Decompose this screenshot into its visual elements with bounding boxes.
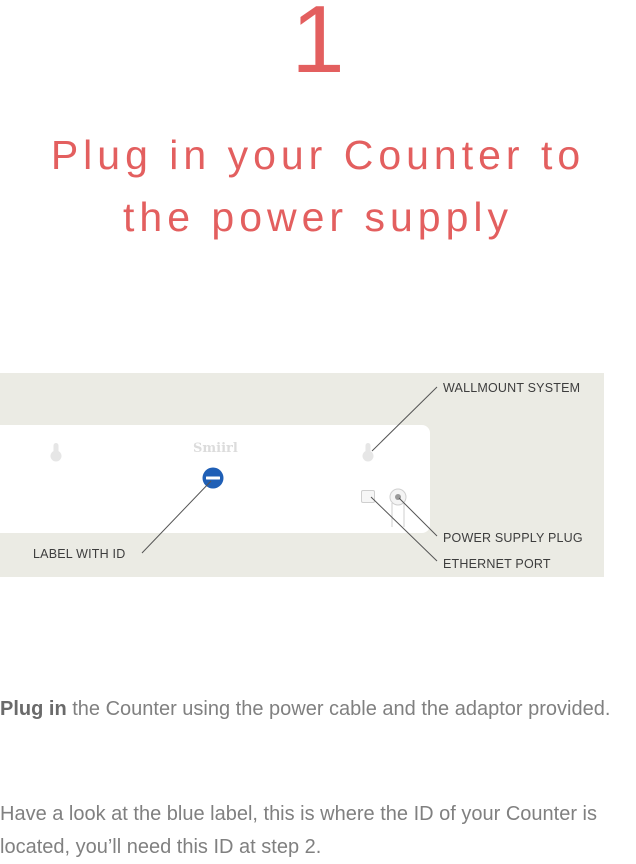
instruction-bold-lead: Plug in [0,698,67,720]
wallmount-keyhole-left-icon [50,443,62,462]
id-label-icon [202,467,224,489]
instruction-paragraph-2: Have a look at the blue label, this is w… [0,803,597,858]
step-number: 1 [291,0,345,93]
callout-lines [141,386,438,562]
brand-logo: Smiirl [193,441,238,456]
callout-ethernet-port: ETHERNET PORT [443,557,551,571]
wallmount-keyhole-right-icon [362,443,374,462]
step-title: Plug in your Counter to the power supply [0,124,636,248]
callout-power-supply-plug: POWER SUPPLY PLUG [443,531,583,545]
ethernet-port [361,490,375,503]
instruction-paragraph-1: Plug in the Counter using the power cabl… [0,693,636,726]
instruction-paragraph-1-text: the Counter using the power cable and th… [66,698,611,720]
counter-back-diagram: Smiirl WALLMOUNT SYSTEM POWER SUPPLY PLU… [0,373,604,577]
callout-label-with-id: LABEL WITH ID [33,547,126,561]
step-title-line-2: the power supply [123,194,513,240]
callout-wallmount-system: WALLMOUNT SYSTEM [443,381,581,395]
step-title-line-1: Plug in your Counter to [50,132,586,178]
